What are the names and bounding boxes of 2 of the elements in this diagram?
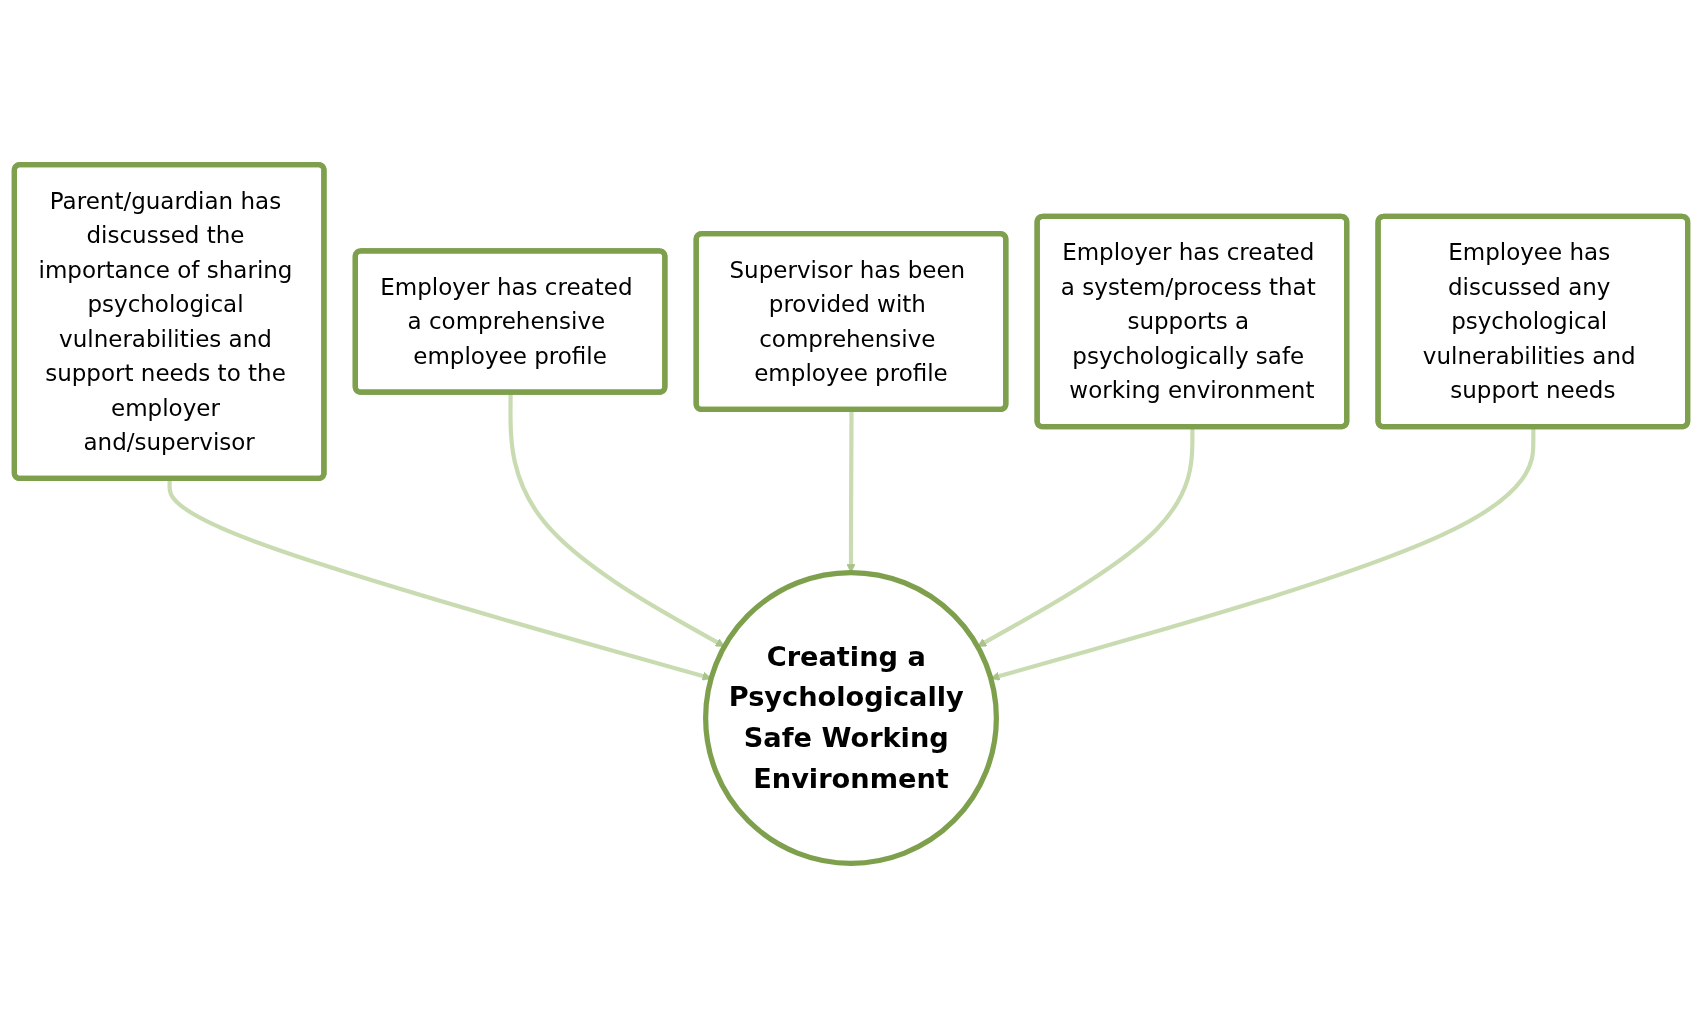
node-circle: Creating a Psychologically Safe Working Environment	[703, 569, 999, 866]
arrow	[977, 427, 1195, 647]
